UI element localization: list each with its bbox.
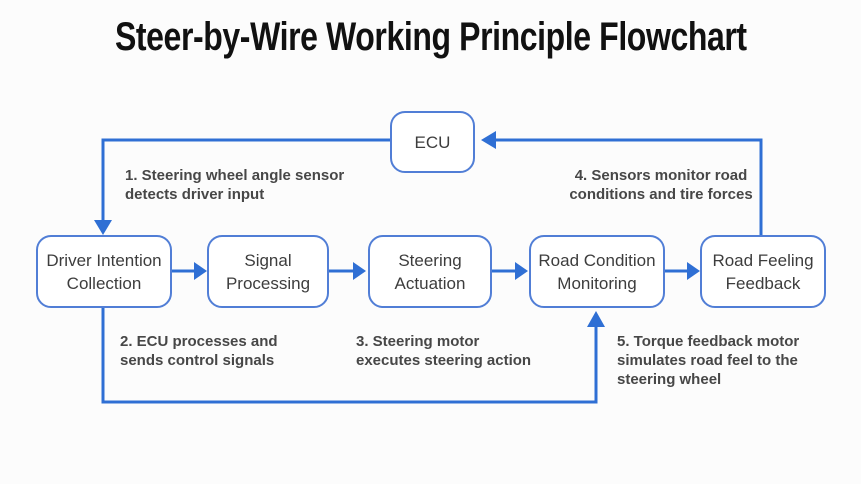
annotation-step-4: 4. Sensors monitor road conditions and t… (569, 167, 753, 203)
node-road-condition-monitoring: Road Condition Monitoring (529, 235, 665, 308)
arrowhead-into-steering-actuation (353, 262, 366, 280)
annotation-step-3: 3. Steering motor executes steering acti… (356, 333, 532, 369)
page-title-text: Steer-by-Wire Working Principle Flowchar… (114, 15, 747, 59)
annotation-step-5: 5. Torque feedback motor simulates road … (617, 333, 800, 388)
connector-bottom-loop-to-road-condition (101, 308, 598, 404)
annotation-step-1: 1. Steering wheel angle sensor detects d… (125, 167, 345, 203)
arrowhead-into-road-feeling (687, 262, 700, 280)
node-road-feeling-feedback: Road Feeling Feedback (700, 235, 826, 308)
node-steering-actuation: Steering Actuation (368, 235, 492, 308)
arrowhead-into-ecu (481, 131, 496, 149)
arrowhead-up-into-road-condition (587, 311, 605, 327)
node-driver-intention-collection: Driver Intention Collection (36, 235, 172, 308)
arrowhead-into-signal-processing (194, 262, 207, 280)
arrowhead-into-driver-intention (94, 220, 112, 235)
arrowhead-into-road-condition (515, 262, 528, 280)
node-signal-processing: Signal Processing (207, 235, 329, 308)
connector-road-feeling-to-ecu (496, 138, 763, 235)
node-ecu: ECU (390, 111, 475, 173)
page-title: Steer-by-Wire Working Principle Flowchar… (0, 14, 861, 60)
annotation-step-2: 2. ECU processes and sends control signa… (120, 333, 278, 369)
connector-ecu-to-driver-intention (101, 138, 390, 221)
